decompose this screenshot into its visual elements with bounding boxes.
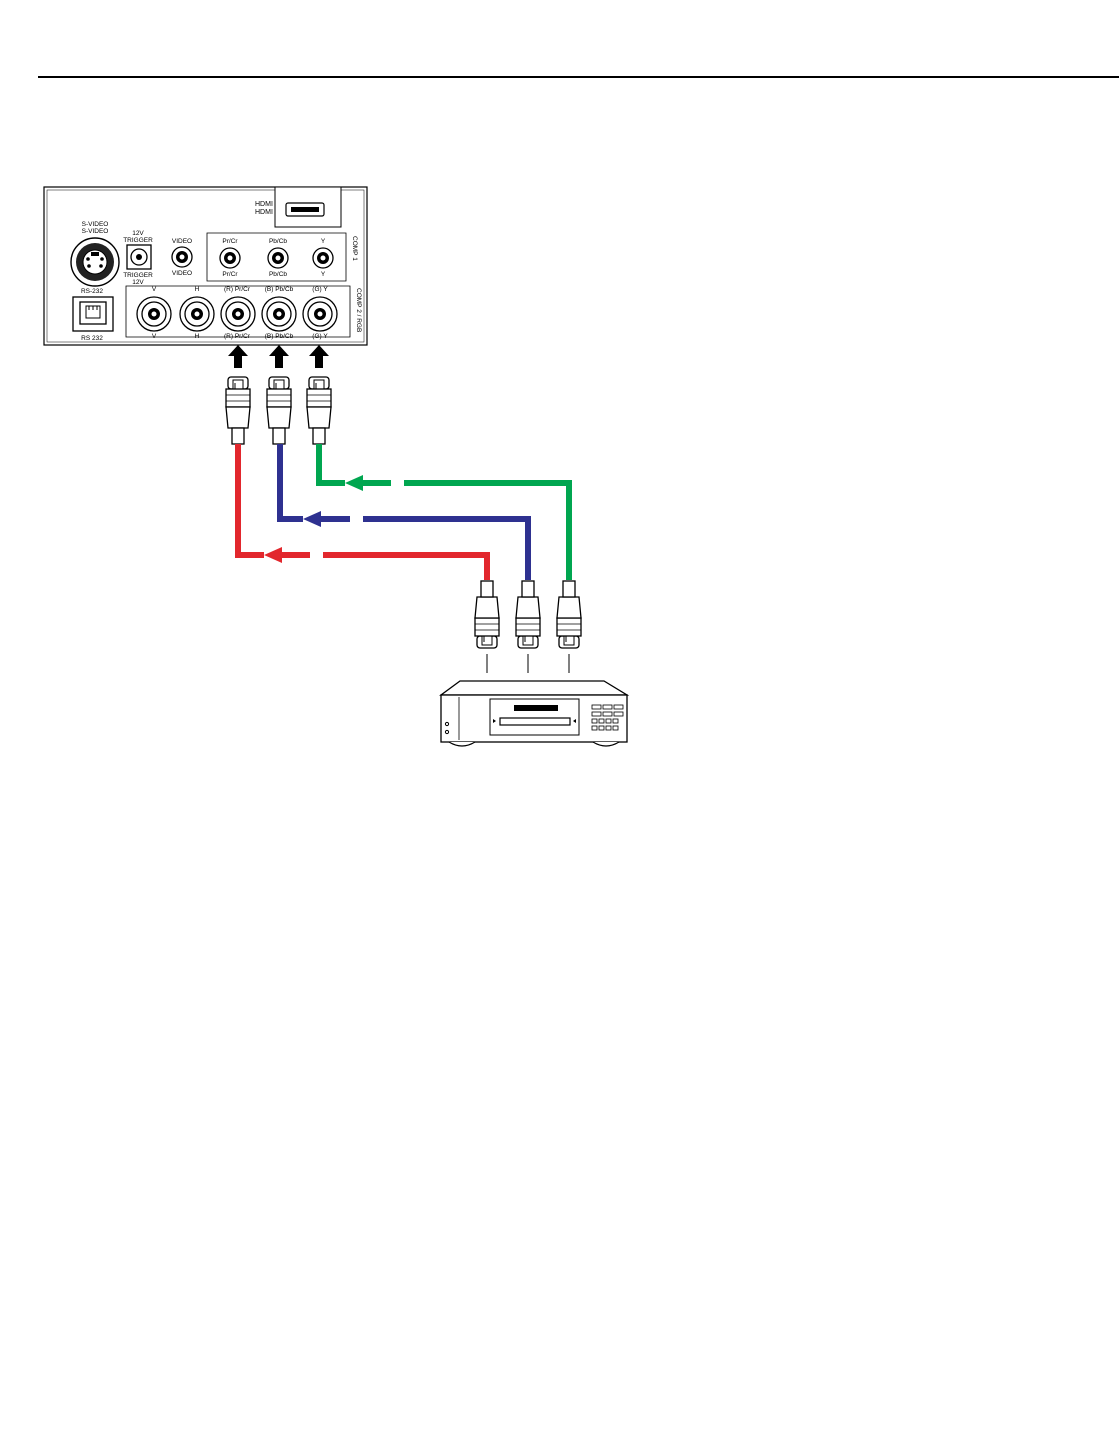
g-label: (G) Y <box>312 286 328 293</box>
bnc-jack-icon <box>261 296 297 332</box>
red-cable <box>235 444 490 580</box>
arrow-left-icon <box>264 547 282 563</box>
bnc-jack-icon <box>220 296 256 332</box>
r-flipped: (R) Pr/Cr <box>224 333 251 340</box>
comp2-group-label: COMP 2 / RGB <box>355 288 362 332</box>
bnc-jack-icon <box>136 296 172 332</box>
comp1-pb-flipped: Pb/Cb <box>269 271 287 278</box>
header-rule <box>38 76 1119 78</box>
bnc-plug-icon <box>515 580 541 649</box>
bnc-plug-icon <box>225 376 251 445</box>
v-flipped: V <box>152 333 157 340</box>
h-label: H <box>195 286 200 293</box>
projector-connector-panel: HDMI HDMI S-VIDEO S-VIDEO 12V TRIGGER TR… <box>43 186 368 346</box>
bnc-plug-icon <box>474 580 500 649</box>
trigger-label-flipped-1: TRIGGER <box>123 272 153 279</box>
arrow-up-icon <box>309 345 329 368</box>
hdmi-label: HDMI <box>255 201 273 208</box>
b-flipped: (B) Pb/Cb <box>265 333 294 340</box>
blue-cable <box>277 444 531 580</box>
bnc-plug-icon <box>266 376 292 445</box>
dvd-player-icon <box>439 680 630 747</box>
trigger-label-2: TRIGGER <box>123 237 153 244</box>
arrow-left-icon <box>345 475 363 491</box>
comp1-pr-flipped: Pr/Cr <box>222 271 238 278</box>
comp1-pb-label: Pb/Cb <box>269 238 287 245</box>
trigger-label-1: 12V <box>132 230 144 237</box>
arrow-up-icon <box>269 345 289 368</box>
comp2-rgb-group: V H (R) Pr/Cr (B) Pb/Cb (G) Y <box>125 285 362 340</box>
dvd-control-buttons <box>591 704 624 731</box>
bnc-jack-icon <box>302 296 338 332</box>
hdmi-port-icon <box>274 186 342 228</box>
arrow-up-icon <box>228 345 248 368</box>
bnc-plug-icon <box>306 376 332 445</box>
hdmi-label-flipped: HDMI <box>255 209 273 216</box>
bnc-plug-icon <box>556 580 582 649</box>
comp1-pr-label: Pr/Cr <box>222 238 238 245</box>
video-label-flipped: VIDEO <box>172 270 192 277</box>
comp1-y-label: Y <box>321 238 326 245</box>
svideo-port-icon <box>70 237 120 287</box>
comp1-y-flipped: Y <box>321 271 326 278</box>
video-label: VIDEO <box>172 238 192 245</box>
trigger-label-flipped-2: 12V <box>132 279 144 286</box>
arrow-left-icon <box>303 511 321 527</box>
comp1-group-label: COMP 1 <box>351 236 358 261</box>
b-label: (B) Pb/Cb <box>265 286 294 293</box>
r-label: (R) Pr/Cr <box>224 286 251 293</box>
bnc-jack-icon <box>179 296 215 332</box>
svideo-label-flipped: S-VIDEO <box>82 221 109 228</box>
source-leads <box>486 654 570 673</box>
rs232-label: RS-232 <box>81 288 103 295</box>
green-cable <box>316 444 572 580</box>
svideo-label: S-VIDEO <box>82 228 109 235</box>
rs232-port-icon <box>72 296 114 332</box>
rca-jack-icon <box>267 247 289 269</box>
rca-jack-icon <box>312 247 334 269</box>
h-flipped: H <box>195 333 200 340</box>
comp1-group: Pr/Cr Pb/Cb Y Pr/Cr Pb/Cb Y COMP 1 <box>206 232 358 282</box>
v-label: V <box>152 286 157 293</box>
rs232-label-flipped: RS 232 <box>81 335 103 342</box>
rca-jack-icon <box>219 247 241 269</box>
rca-jack-icon <box>171 246 193 268</box>
g-flipped: (G) Y <box>312 333 328 340</box>
trigger-jack-icon <box>126 244 152 270</box>
